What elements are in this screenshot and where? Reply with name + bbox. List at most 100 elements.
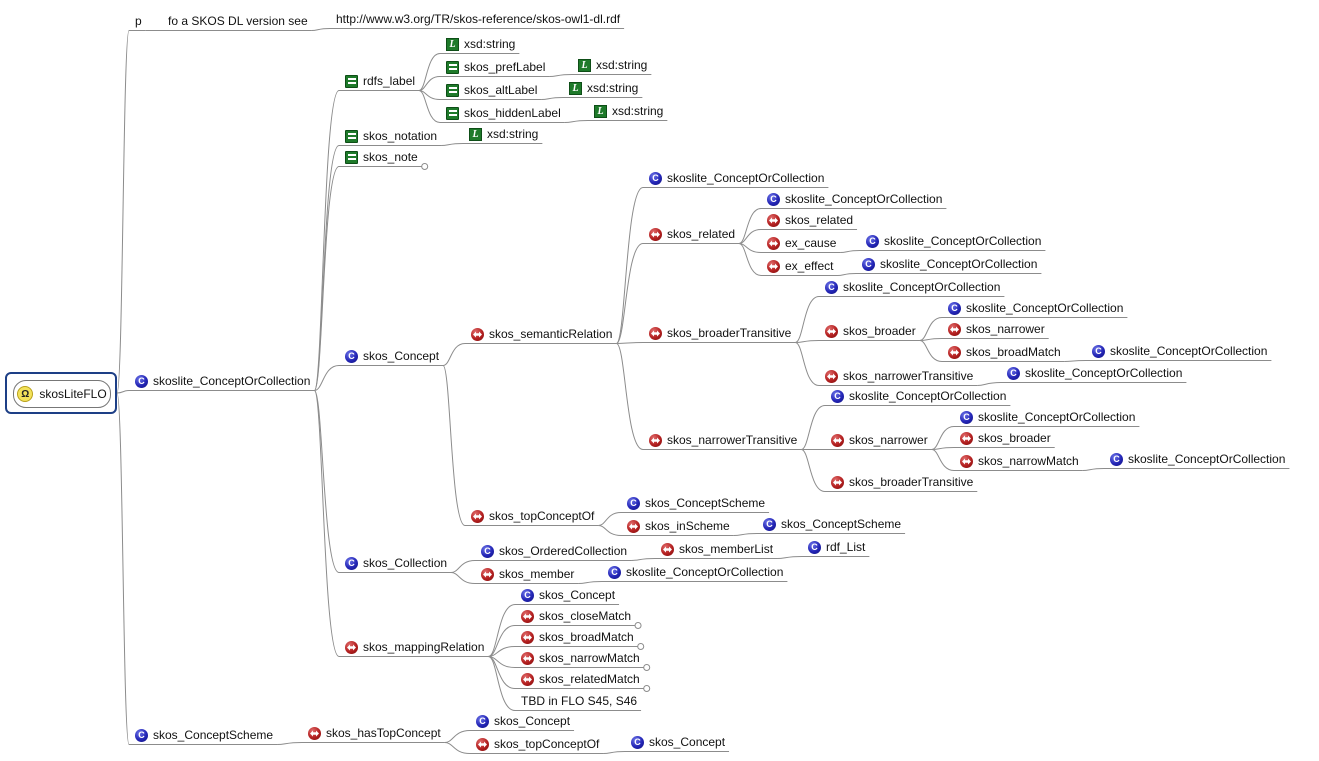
- node-related[interactable]: skos_related: [649, 225, 735, 243]
- node-cause[interactable]: ex_cause: [767, 234, 836, 252]
- connector: [931, 426, 955, 450]
- connector: [837, 273, 857, 276]
- node-memberlist[interactable]: skos_memberList: [661, 540, 773, 558]
- connector: [578, 581, 603, 584]
- node-ht-topof[interactable]: skos_topConceptOf: [476, 735, 599, 753]
- node-rdfs-label[interactable]: rdfs_label: [345, 72, 415, 90]
- collapsed-indicator[interactable]: [643, 685, 651, 692]
- node-label: skos_inScheme: [645, 519, 730, 533]
- node-rel-rel[interactable]: skos_related: [767, 211, 853, 229]
- connector: [738, 229, 762, 244]
- node-close[interactable]: skos_closeMatch: [521, 607, 631, 625]
- connector: [313, 390, 340, 573]
- node-alt[interactable]: skos_altLabel: [446, 81, 537, 99]
- collapsed-indicator[interactable]: [637, 643, 645, 650]
- node-bt[interactable]: skos_broaderTransitive: [649, 324, 791, 342]
- node-hidden[interactable]: skos_hiddenLabel: [446, 104, 561, 122]
- collapsed-indicator[interactable]: [421, 163, 429, 170]
- collapsed-indicator[interactable]: [634, 622, 642, 629]
- node-label: rdf_List: [826, 540, 866, 554]
- node-p-url[interactable]: http://www.w3.org/TR/skos-reference/skos…: [336, 10, 620, 28]
- collapsed-indicator[interactable]: [643, 664, 651, 671]
- node-broadm2[interactable]: skos_broadMatch: [521, 628, 634, 646]
- connector: [418, 76, 441, 91]
- node-label: rdfs_label: [363, 74, 416, 88]
- node-br-narrower[interactable]: skos_narrower: [948, 320, 1045, 338]
- object-property-icon: [948, 345, 961, 359]
- node-pref[interactable]: skos_prefLabel: [446, 58, 545, 76]
- node-bt-nt[interactable]: skos_narrowerTransitive: [825, 367, 973, 385]
- node-hastop[interactable]: skos_hasTopConcept: [308, 724, 441, 742]
- node-nt[interactable]: skos_narrowerTransitive: [649, 431, 797, 449]
- class-icon: C: [345, 349, 358, 363]
- connector: [541, 97, 564, 100]
- connector: [1082, 468, 1105, 471]
- node-notation[interactable]: skos_notation: [345, 127, 437, 145]
- object-property-icon: [521, 672, 534, 686]
- node-broadmatch[interactable]: skos_broadMatch: [948, 343, 1061, 361]
- class-icon: C: [960, 410, 973, 424]
- node-topof[interactable]: skos_topConceptOf: [471, 507, 594, 525]
- node-p-note[interactable]: fo a SKOS DL version see: [168, 12, 308, 30]
- node-p[interactable]: p: [135, 12, 142, 30]
- root-node[interactable]: Ω skosLiteFLO: [5, 372, 117, 414]
- node-semrel[interactable]: skos_semanticRelation: [471, 325, 612, 343]
- node-label: skos_related: [785, 213, 854, 227]
- object-property-icon: [767, 259, 780, 273]
- node-mapping[interactable]: skos_mappingRelation: [345, 638, 484, 656]
- node-tbd[interactable]: TBD in FLO S45, S46: [521, 692, 637, 710]
- connector: [418, 53, 441, 91]
- literal-icon: L: [569, 81, 582, 95]
- node-label: skos_broader: [843, 324, 916, 338]
- node-inscheme[interactable]: skos_inScheme: [627, 517, 730, 535]
- node-narrower[interactable]: skos_narrower: [831, 431, 928, 449]
- node-label: xsd:string: [587, 81, 639, 95]
- node-note[interactable]: skos_note: [345, 148, 418, 166]
- node-label: skoslite_ConceptOrCollection: [1128, 452, 1286, 466]
- node-relatedm[interactable]: skos_relatedMatch: [521, 670, 640, 688]
- object-property-icon: [767, 213, 780, 227]
- connector: [314, 365, 340, 391]
- class-icon: C: [481, 544, 494, 558]
- root-node-bubble[interactable]: Ω skosLiteFLO: [13, 380, 111, 408]
- class-icon: C: [948, 301, 961, 315]
- node-narrowmatch[interactable]: skos_narrowMatch: [960, 452, 1079, 470]
- node-broader[interactable]: skos_broader: [825, 322, 916, 340]
- node-nt-bt[interactable]: skos_broaderTransitive: [831, 473, 973, 491]
- connector: [116, 390, 130, 394]
- node-nr-broader[interactable]: skos_broader: [960, 429, 1051, 447]
- class-icon: C: [135, 728, 148, 742]
- connector: [598, 525, 622, 536]
- node-member[interactable]: skos_member: [481, 565, 574, 583]
- node-narrowm2[interactable]: skos_narrowMatch: [521, 649, 640, 667]
- node-effect[interactable]: ex_effect: [767, 257, 833, 275]
